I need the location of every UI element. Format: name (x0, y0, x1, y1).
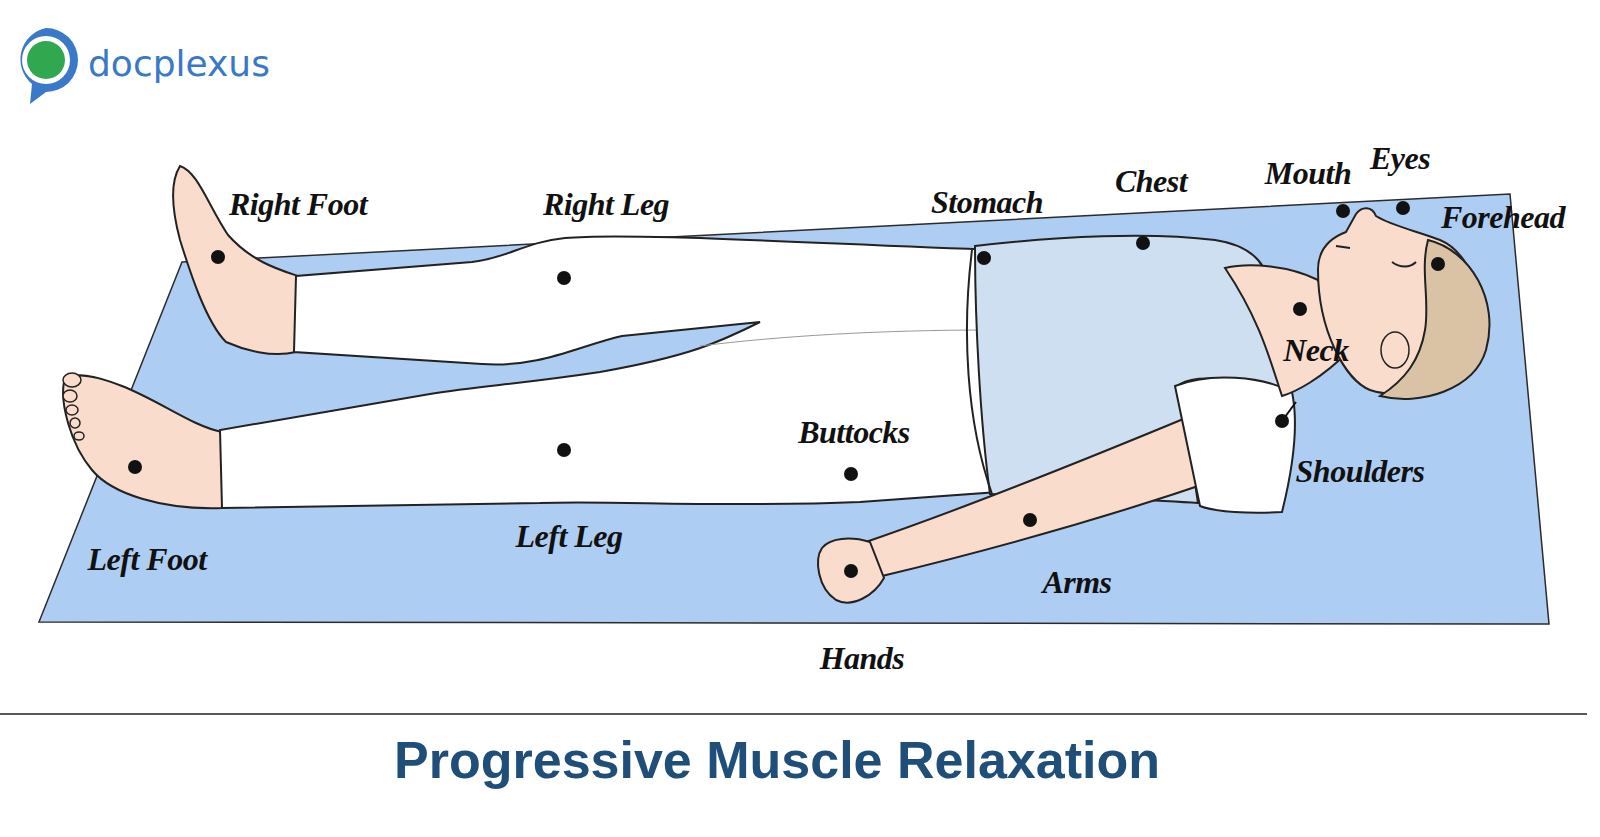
dot (844, 564, 858, 578)
dot (128, 460, 142, 474)
dot (1396, 201, 1410, 215)
body-part-label: Chest (1115, 163, 1187, 200)
dot (844, 467, 858, 481)
body-part-label: Right Leg (543, 186, 669, 223)
trouser-fold (700, 330, 990, 346)
dot (1293, 302, 1307, 316)
body-part-label: Eyes (1370, 140, 1430, 177)
trousers (220, 236, 998, 508)
hair (1380, 240, 1489, 399)
body-part-label: Left Foot (87, 541, 206, 578)
body-part-label: Hands (820, 640, 905, 677)
dot (211, 250, 225, 264)
body-part-label: Neck (1283, 332, 1349, 369)
left-foot (63, 375, 222, 508)
body-part-label: Shoulders (1296, 453, 1425, 490)
dot (557, 271, 571, 285)
body-part-label: Left Leg (515, 518, 622, 555)
dot (977, 251, 991, 265)
body-part-label: Buttocks (798, 414, 910, 451)
arm (860, 410, 1222, 576)
waistband (967, 250, 992, 494)
dot (1023, 513, 1037, 527)
logo-wordmark: docplexus (88, 43, 270, 84)
divider-rule (0, 713, 1587, 715)
dot (1336, 204, 1350, 218)
body-part-label: Arms (1042, 564, 1111, 601)
dot (1431, 257, 1445, 271)
dot (557, 443, 571, 457)
logo-dot (27, 41, 65, 79)
toes (63, 373, 84, 440)
logo-bubble (20, 28, 78, 104)
dot (1275, 414, 1289, 428)
dot (1136, 236, 1150, 250)
ear (1381, 332, 1409, 368)
closed-eye (1392, 262, 1416, 267)
logo-ring (22, 36, 70, 84)
body-part-label: Mouth (1265, 155, 1351, 192)
yoga-mat (39, 194, 1549, 624)
body-part-label: Right Foot (229, 186, 367, 223)
body-part-label: Stomach (931, 184, 1043, 221)
logo-icon (20, 28, 78, 104)
diagram-title: Progressive Muscle Relaxation (394, 730, 1160, 790)
lips (1336, 246, 1350, 248)
sleeve (1175, 377, 1295, 512)
hand (818, 539, 884, 603)
body-point-dots (128, 201, 1445, 578)
body-part-label: Forehead (1441, 199, 1565, 236)
